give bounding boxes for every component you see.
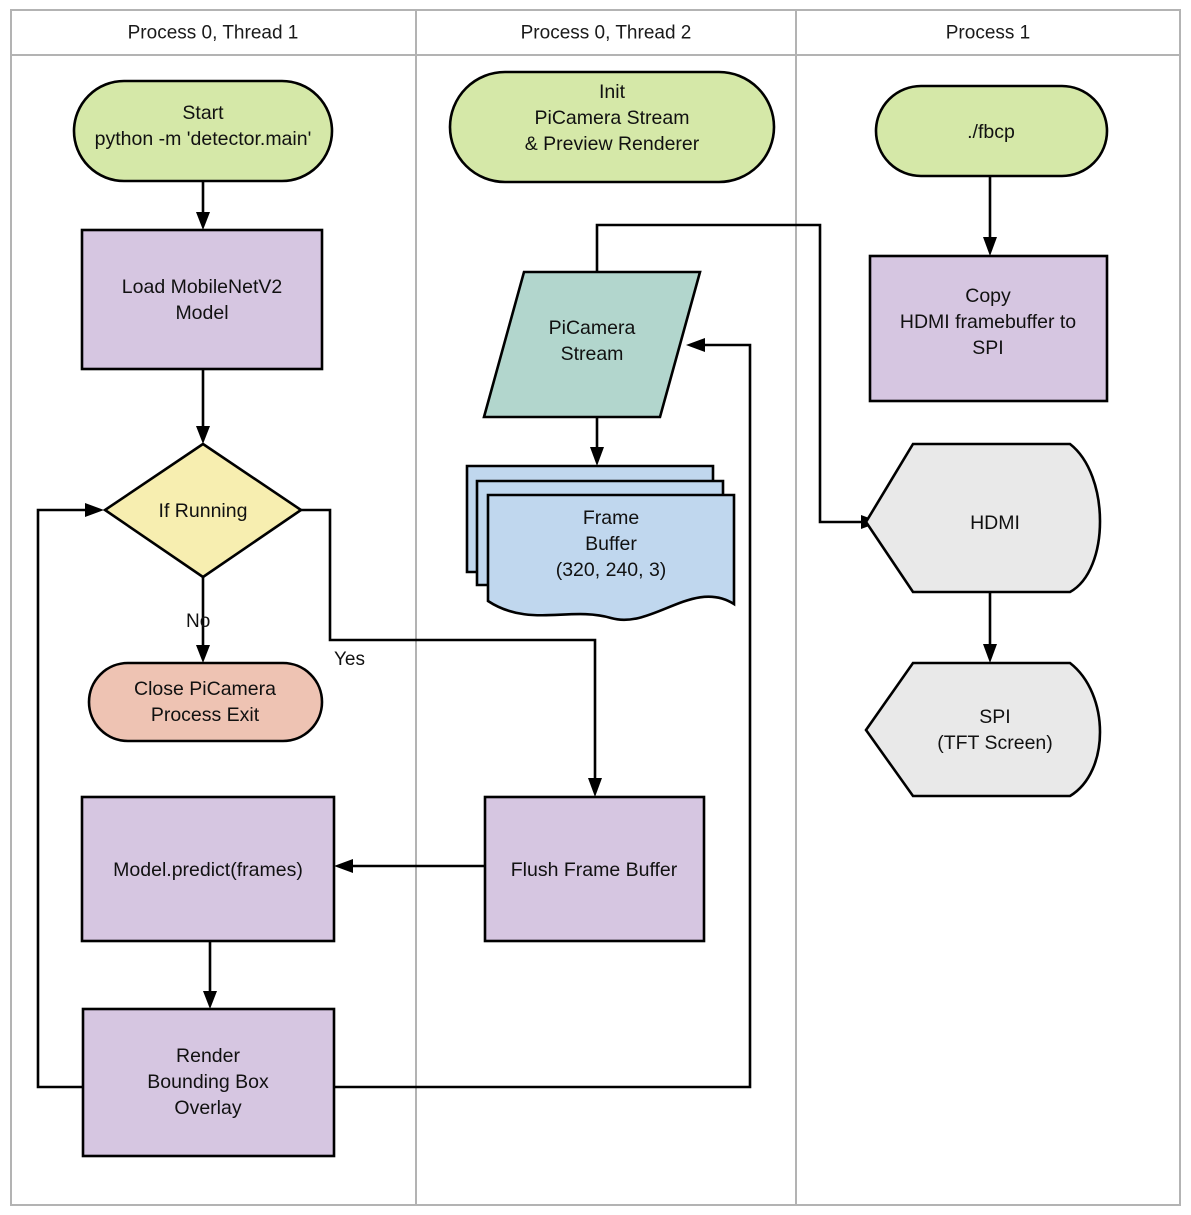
- node-copy-framebuffer-shape[interactable]: [868, 254, 1109, 403]
- node-init-stream-shape[interactable]: [448, 70, 776, 184]
- lane-body-3: [795, 54, 1181, 1206]
- node-load-model-line-2: Model: [175, 302, 228, 324]
- node-init-stream-line-1: Init: [599, 81, 626, 103]
- node-fbcp-shape[interactable]: [874, 84, 1109, 178]
- node-frame-buffer-sheet-front[interactable]: [486, 493, 736, 621]
- node-flush-buffer-shape[interactable]: [483, 795, 706, 943]
- node-hdmi-label: HDMI: [970, 512, 1020, 534]
- node-render-overlay-shape[interactable]: [81, 1007, 336, 1158]
- node-if-running-label: If Running: [159, 500, 248, 522]
- node-picamera-stream-shape[interactable]: [482, 270, 702, 419]
- arrowhead-render-to-picamera: [686, 338, 705, 352]
- lane-header-1: [10, 9, 417, 56]
- node-fbcp-label: ./fbcp: [967, 121, 1015, 143]
- node-model-predict[interactable]: Model.predict(frames): [80, 795, 336, 943]
- arrowhead-flush-to-predict: [334, 859, 353, 873]
- edge-label-yes: Yes: [334, 649, 365, 670]
- node-picamera-stream-line-2: Stream: [561, 343, 624, 365]
- arrowhead-start-to-load: [196, 212, 210, 230]
- node-flush-buffer[interactable]: Flush Frame Buffer: [483, 795, 706, 943]
- node-load-model[interactable]: Load MobileNetV2 Model: [80, 228, 324, 371]
- lane-label-3: Process 1: [946, 23, 1030, 44]
- node-spi[interactable]: SPI (TFT Screen): [864, 661, 1102, 798]
- node-render-overlay-line-1: Render: [176, 1045, 240, 1067]
- node-close-picamera-shape[interactable]: [87, 661, 324, 743]
- node-frame-buffer-line-2: Buffer: [585, 533, 637, 555]
- connectors: Close PiCamera --> right, down, across t…: [36, 176, 997, 1089]
- lane-label-2: Process 0, Thread 2: [521, 23, 692, 44]
- arrowhead-predict-to-render: [203, 991, 217, 1009]
- node-copy-framebuffer-line-2: HDMI framebuffer to: [900, 311, 1076, 333]
- arrowhead-hdmi-to-spi: [983, 644, 997, 663]
- arrowhead-fbcp-to-copy: [983, 237, 997, 256]
- node-start-shape[interactable]: [72, 79, 334, 183]
- node-if-running-shape[interactable]: [102, 442, 304, 579]
- arrowhead-load-to-decision: [196, 426, 210, 444]
- node-render-overlay-line-2: Bounding Box: [147, 1071, 269, 1093]
- arrowhead-picamera-to-framebuffer: [590, 447, 604, 466]
- node-render-overlay[interactable]: Render Bounding Box Overlay: [81, 1007, 336, 1158]
- node-close-picamera[interactable]: Close PiCamera Process Exit: [87, 661, 324, 743]
- node-copy-framebuffer-line-1: Copy: [965, 285, 1011, 307]
- arrowhead-decision-no: [196, 645, 210, 663]
- node-model-predict-shape[interactable]: [80, 795, 336, 943]
- node-init-stream-line-3: & Preview Renderer: [525, 133, 700, 155]
- node-close-picamera-line-1: Close PiCamera: [134, 678, 276, 700]
- node-hdmi[interactable]: HDMI: [864, 442, 1102, 594]
- node-flush-buffer-label: Flush Frame Buffer: [511, 859, 678, 881]
- edge-decision-yes: [301, 508, 597, 783]
- edge-render-to-picamera: [334, 343, 752, 1089]
- node-frame-buffer-line-1: Frame: [583, 507, 639, 529]
- node-start-line-1: Start: [182, 102, 224, 124]
- node-load-model-shape[interactable]: [80, 228, 324, 371]
- node-if-running[interactable]: If Running: [102, 442, 304, 579]
- lane-body-2: [415, 54, 797, 1206]
- node-fbcp[interactable]: ./fbcp: [874, 84, 1109, 178]
- node-picamera-stream[interactable]: PiCamera Stream: [482, 270, 702, 419]
- lane-header-2: [415, 9, 797, 56]
- node-spi-line-2: (TFT Screen): [937, 732, 1053, 754]
- node-start-line-2: python -m 'detector.main': [95, 128, 312, 150]
- edge-init-to-hdmi: [595, 223, 866, 524]
- arrowhead-decision-yes: [588, 778, 602, 797]
- node-frame-buffer[interactable]: Frame Buffer (320, 240, 3): [465, 464, 736, 621]
- node-model-predict-label: Model.predict(frames): [113, 859, 303, 881]
- node-init-stream-line-2: PiCamera Stream: [535, 107, 690, 129]
- node-init-stream[interactable]: Init PiCamera Stream & Preview Renderer: [448, 70, 776, 184]
- node-hdmi-shape[interactable]: [864, 442, 1102, 594]
- node-render-overlay-line-3: Overlay: [174, 1097, 241, 1119]
- node-picamera-stream-line-1: PiCamera: [549, 317, 636, 339]
- node-close-picamera-line-2: Process Exit: [151, 704, 260, 726]
- node-spi-line-1: SPI: [979, 706, 1010, 728]
- arrowhead-render-loop-to-decision: [85, 503, 104, 517]
- node-copy-framebuffer[interactable]: Copy HDMI framebuffer to SPI: [868, 254, 1109, 403]
- node-spi-shape[interactable]: [864, 661, 1102, 798]
- node-copy-framebuffer-line-3: SPI: [972, 337, 1003, 359]
- edge-label-no: No: [186, 611, 210, 632]
- lane-label-1: Process 0, Thread 1: [128, 23, 299, 44]
- node-load-model-line-1: Load MobileNetV2: [122, 276, 282, 298]
- node-frame-buffer-line-3: (320, 240, 3): [556, 559, 667, 581]
- node-start[interactable]: Start python -m 'detector.main': [72, 79, 334, 183]
- edge-render-loop-to-decision: [36, 508, 90, 1089]
